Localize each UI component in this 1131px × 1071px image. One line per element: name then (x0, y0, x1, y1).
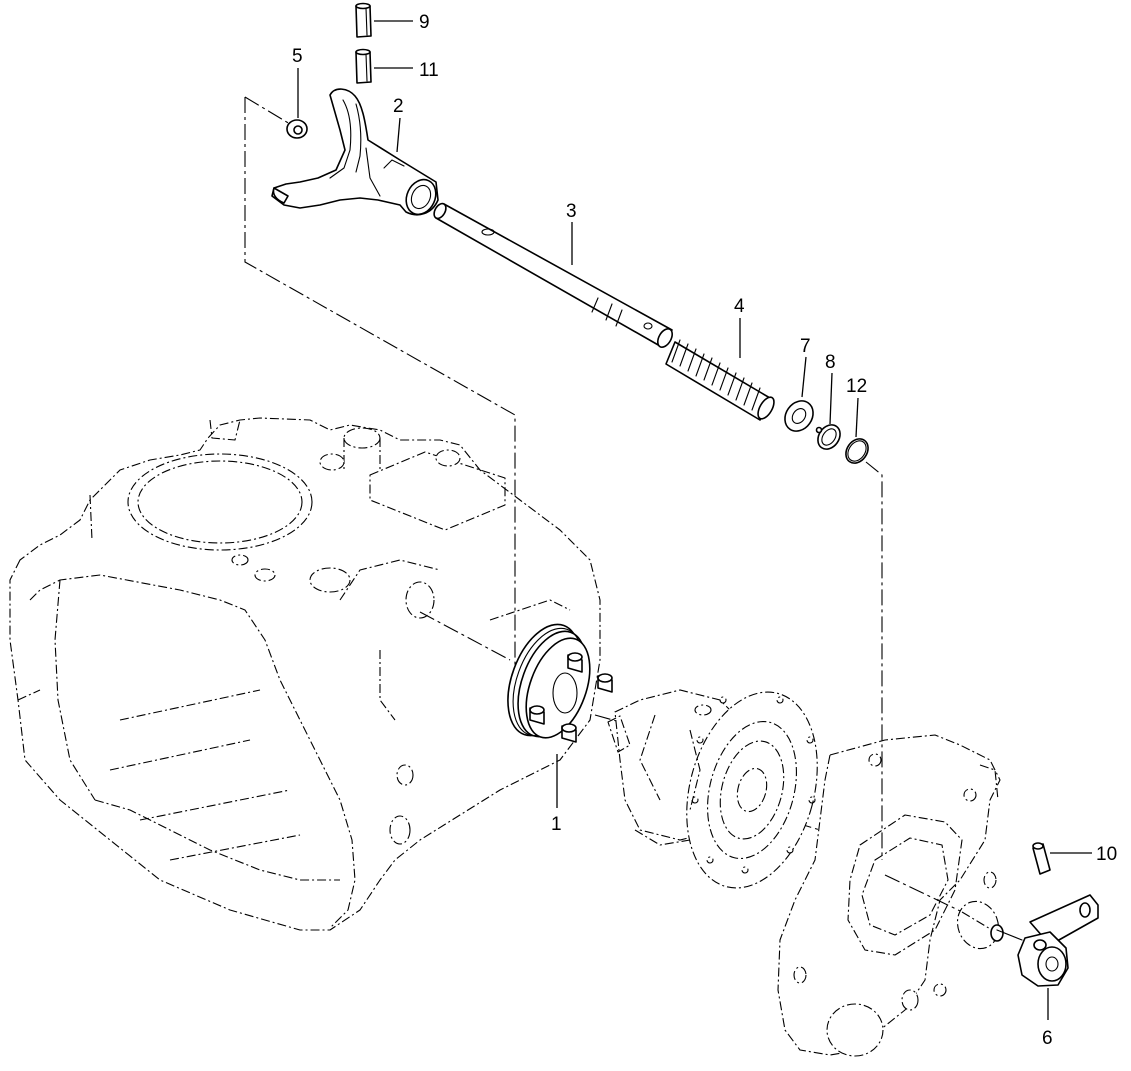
callout-7-label: 7 (800, 336, 811, 357)
pin-11 (355, 48, 372, 84)
washer-7 (784, 400, 814, 432)
spring-4 (665, 339, 775, 421)
rear-cover-phantom (777, 734, 1001, 1057)
assembly-center-lines (244, 96, 1001, 931)
callout-9-label: 9 (419, 12, 430, 33)
callout-1-label: 1 (551, 814, 562, 835)
pin-10 (1032, 842, 1051, 875)
transmission-housing-phantom (9, 417, 601, 931)
callout-8-label: 8 (825, 352, 836, 373)
hub-coupling-1 (507, 623, 613, 743)
callout-5-label: 5 (292, 46, 303, 67)
snap-ring-8 (815, 424, 841, 450)
callout-11-label: 11 (419, 60, 439, 81)
shift-rod-3 (433, 202, 674, 348)
callout-12-label: 12 (846, 376, 867, 397)
callout-3-label: 3 (566, 201, 577, 222)
differential-assembly-phantom (607, 689, 818, 889)
callout-4-label: 4 (734, 296, 745, 317)
washer-5 (286, 119, 308, 139)
shift-fork-2 (271, 88, 439, 216)
callout-6-label: 6 (1042, 1028, 1053, 1049)
callout-2-label: 2 (393, 96, 404, 117)
o-ring-12 (845, 438, 869, 464)
callout-10-label: 10 (1096, 844, 1117, 865)
callout-labels: 9 11 5 2 3 4 7 8 12 1 10 6 (292, 12, 1117, 1049)
callout-leaders (297, 20, 1092, 1020)
shift-arm-6 (956, 894, 1099, 987)
pin-9 (355, 2, 372, 38)
